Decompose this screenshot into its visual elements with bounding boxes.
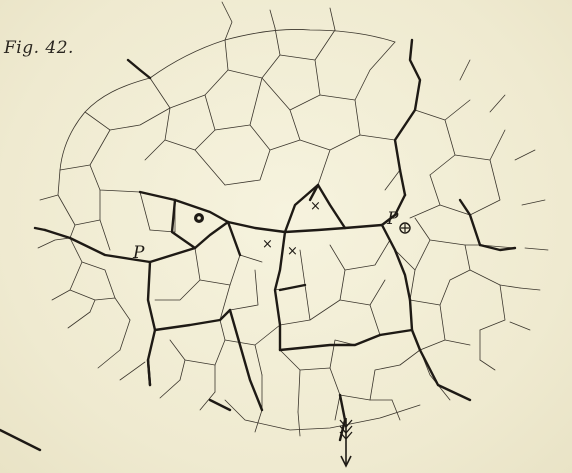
arrow-down-icon <box>340 418 352 466</box>
nucleus-left <box>194 213 204 223</box>
cross-mark-right: × <box>287 244 298 259</box>
label-p-right: P <box>386 209 399 229</box>
cross-mark-top: × <box>310 199 321 214</box>
stray-stroke <box>0 430 40 450</box>
nucleus-right <box>400 223 410 233</box>
cross-mark-left: × <box>262 237 273 252</box>
label-p-left: P <box>132 243 145 263</box>
